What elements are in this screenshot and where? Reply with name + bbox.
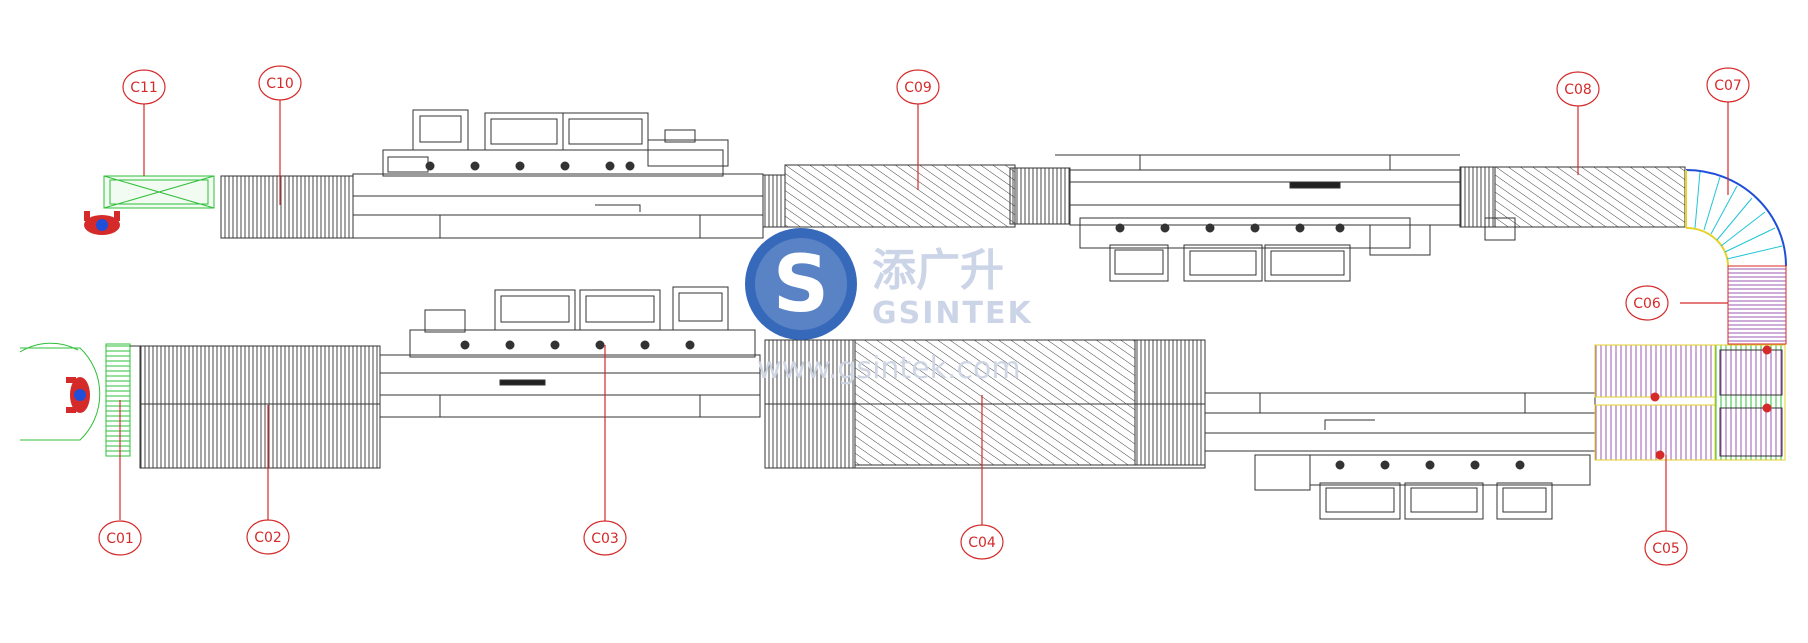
watermark-brand-en: GSINTEK [872, 296, 1033, 331]
operator-icon [84, 211, 120, 235]
svg-text:C03: C03 [591, 531, 619, 547]
svg-text:C10: C10 [266, 76, 294, 92]
callout-c05: C05 [1644, 530, 1688, 566]
gsintek-logo-icon: S [745, 228, 857, 340]
watermark-url: www.gsintek.com [757, 351, 1021, 386]
upper-line [103, 109, 1787, 345]
station-c01-conveyor [105, 343, 131, 457]
callout-c02: C02 [246, 519, 290, 555]
watermark-brand-cn: 添广升 [872, 245, 1004, 296]
lower-line [19, 286, 1786, 520]
callout-c04: C04 [960, 524, 1004, 560]
svg-text:C09: C09 [904, 80, 932, 96]
station-c06-conveyor [1727, 265, 1787, 345]
svg-text:C05: C05 [1652, 541, 1680, 557]
svg-text:C04: C04 [968, 535, 996, 551]
svg-text:C02: C02 [254, 530, 282, 546]
operator-icon [66, 377, 90, 413]
callout-c03: C03 [583, 520, 627, 556]
callout-c07: C07 [1706, 67, 1750, 103]
callout-c09: C09 [896, 69, 940, 105]
station-c10-conveyor [220, 175, 354, 239]
station-c02-conveyor [139, 345, 381, 469]
svg-text:C01: C01 [106, 531, 134, 547]
svg-text:C11: C11 [130, 80, 158, 96]
callouts: C11 C10 C09 C08 C07 C06 C01 C02 [98, 65, 1750, 566]
callout-c08: C08 [1556, 71, 1600, 107]
svg-text:C07: C07 [1714, 78, 1742, 94]
callout-c01: C01 [98, 520, 142, 556]
station-c05-buffer [1594, 344, 1786, 461]
station-c07-curve [1685, 169, 1787, 267]
station-c01-guard [20, 347, 101, 441]
station-c09-conveyor [762, 174, 786, 228]
callout-c10: C10 [258, 65, 302, 101]
svg-text:C06: C06 [1633, 296, 1661, 312]
callout-c06: C06 [1625, 285, 1669, 321]
callout-c11: C11 [122, 69, 166, 105]
svg-text:C08: C08 [1564, 82, 1592, 98]
svg-text:S: S [773, 240, 829, 330]
station-c08-conveyor [1459, 166, 1496, 228]
watermark: S 添广升 GSINTEK www.gsintek.com [745, 228, 1033, 386]
